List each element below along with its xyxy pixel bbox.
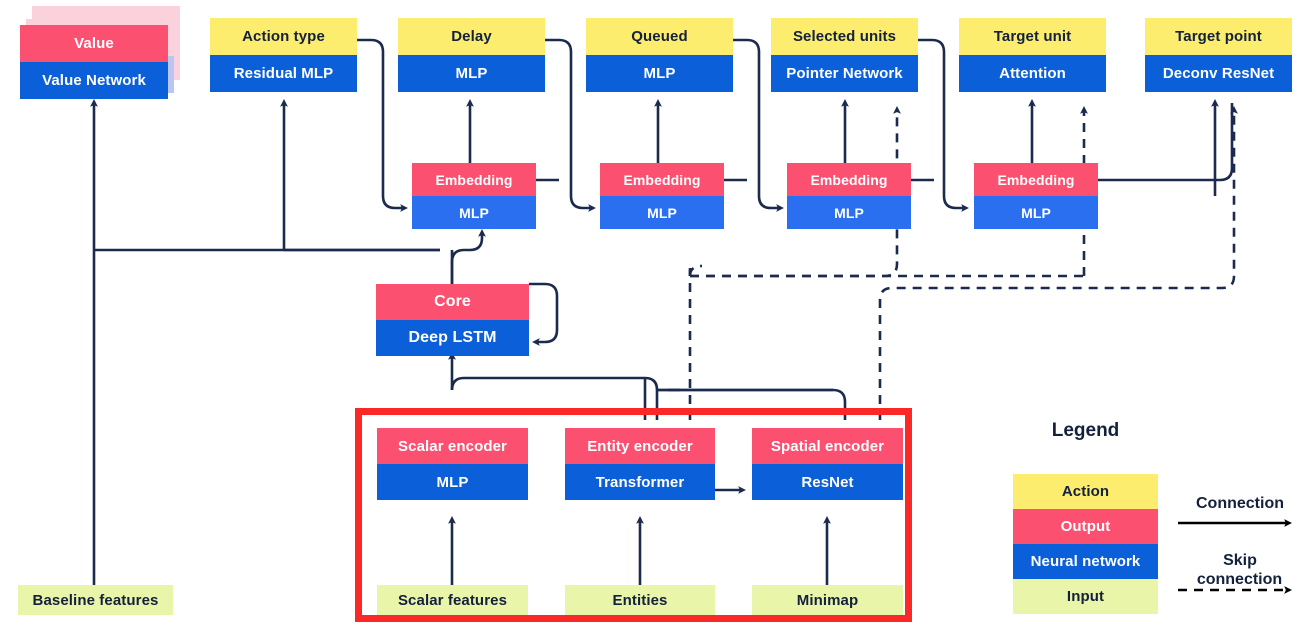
legend-skip-label-line1: Skip: [1223, 552, 1257, 569]
entity-encoder-title: Entity encoder: [565, 428, 715, 464]
embedding-4[interactable]: Embedding MLP: [974, 163, 1098, 229]
entity-encoder[interactable]: Entity encoder Transformer: [565, 428, 715, 500]
input-scalar-features[interactable]: Scalar features: [377, 585, 528, 615]
head-action-type-network: Residual MLP: [210, 55, 357, 92]
head-action-type[interactable]: Action type Residual MLP: [210, 18, 357, 92]
legend-title: Legend: [1051, 420, 1120, 441]
spatial-encoder-network: ResNet: [752, 464, 903, 500]
entity-encoder-network: Transformer: [565, 464, 715, 500]
embedding-2-title: Embedding: [600, 163, 724, 196]
scalar-encoder-title: Scalar encoder: [377, 428, 528, 464]
head-value-network: Value Network: [20, 62, 168, 99]
legend-connection-label: Connection: [1196, 495, 1284, 512]
embedding-2[interactable]: Embedding MLP: [600, 163, 724, 229]
embedding-3-network: MLP: [787, 196, 911, 229]
legend-skip-label-line2: connection: [1196, 571, 1283, 588]
embedding-4-title: Embedding: [974, 163, 1098, 196]
legend-output: Output: [1013, 509, 1158, 544]
encoder-highlight-box: [355, 408, 912, 622]
legend-neural-network: Neural network: [1013, 544, 1158, 579]
input-entities[interactable]: Entities: [565, 585, 715, 615]
head-delay-title: Delay: [398, 18, 545, 55]
spatial-encoder[interactable]: Spatial encoder ResNet: [752, 428, 903, 500]
head-value-title: Value: [20, 25, 168, 62]
head-queued[interactable]: Queued MLP: [586, 18, 733, 92]
core-node[interactable]: Core Deep LSTM: [376, 284, 529, 356]
head-target-point-title: Target point: [1145, 18, 1292, 55]
head-queued-network: MLP: [586, 55, 733, 92]
head-target-unit-network: Attention: [959, 55, 1106, 92]
head-selected-units-network: Pointer Network: [771, 55, 918, 92]
head-value[interactable]: Value Value Network: [20, 25, 168, 99]
head-selected-units-title: Selected units: [771, 18, 918, 55]
head-target-point-network: Deconv ResNet: [1145, 55, 1292, 92]
core-title: Core: [376, 284, 529, 320]
input-minimap[interactable]: Minimap: [752, 585, 903, 615]
head-target-point[interactable]: Target point Deconv ResNet: [1145, 18, 1292, 92]
embedding-1-network: MLP: [412, 196, 536, 229]
legend-swatches: Action Output Neural network Input: [1013, 474, 1158, 614]
legend-input: Input: [1013, 579, 1158, 614]
head-delay-network: MLP: [398, 55, 545, 92]
legend-action: Action: [1013, 474, 1158, 509]
head-queued-title: Queued: [586, 18, 733, 55]
head-target-unit[interactable]: Target unit Attention: [959, 18, 1106, 92]
head-delay[interactable]: Delay MLP: [398, 18, 545, 92]
embedding-3[interactable]: Embedding MLP: [787, 163, 911, 229]
head-target-unit-title: Target unit: [959, 18, 1106, 55]
embedding-2-network: MLP: [600, 196, 724, 229]
embedding-3-title: Embedding: [787, 163, 911, 196]
legend-arrows: [1178, 519, 1292, 594]
head-action-type-title: Action type: [210, 18, 357, 55]
embedding-1-title: Embedding: [412, 163, 536, 196]
scalar-encoder[interactable]: Scalar encoder MLP: [377, 428, 528, 500]
scalar-encoder-network: MLP: [377, 464, 528, 500]
embedding-4-network: MLP: [974, 196, 1098, 229]
core-network: Deep LSTM: [376, 320, 529, 356]
input-baseline-features[interactable]: Baseline features: [18, 585, 173, 615]
spatial-encoder-title: Spatial encoder: [752, 428, 903, 464]
embedding-1[interactable]: Embedding MLP: [412, 163, 536, 229]
head-selected-units[interactable]: Selected units Pointer Network: [771, 18, 918, 92]
